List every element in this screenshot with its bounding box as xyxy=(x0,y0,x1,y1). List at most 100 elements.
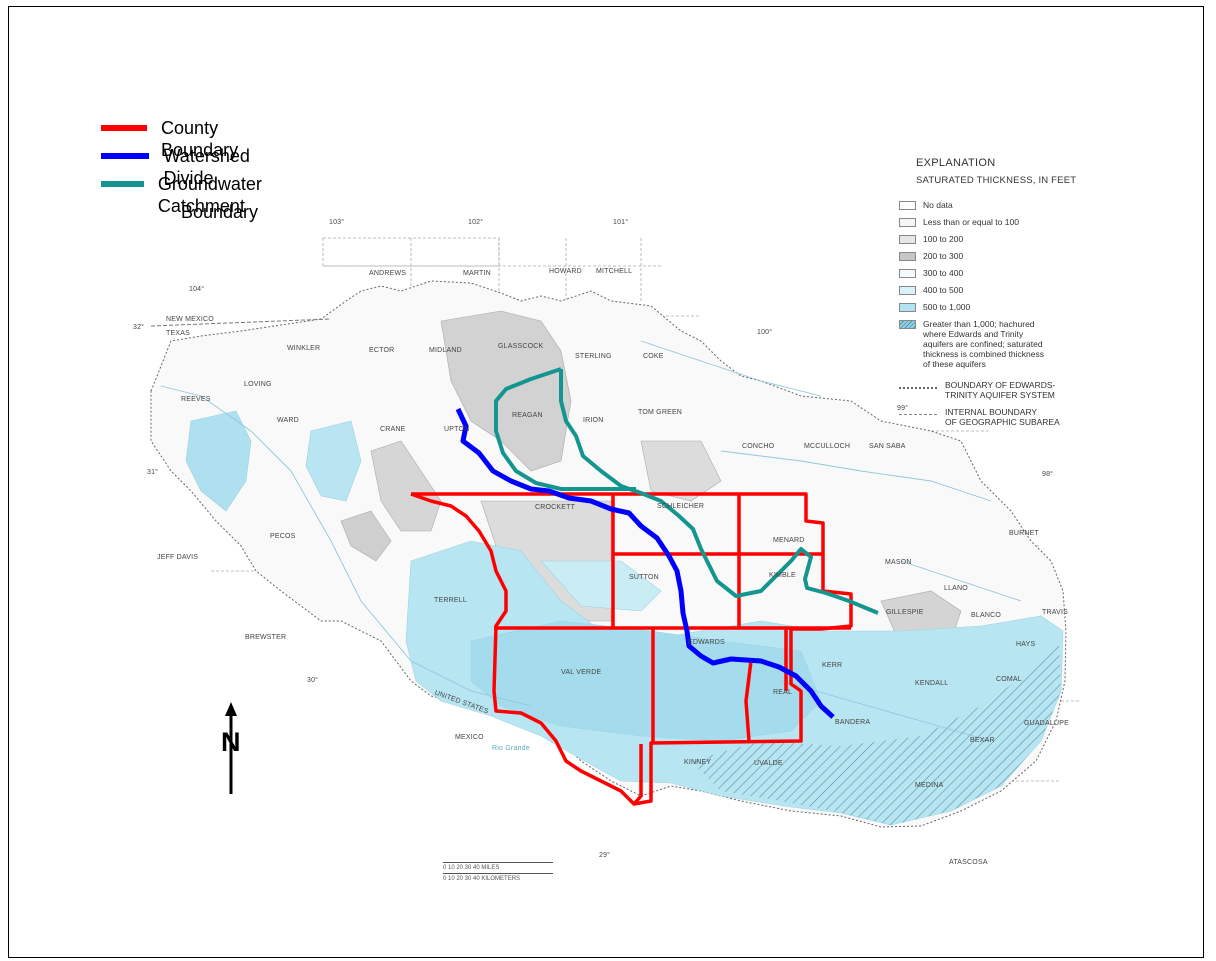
county-label-ward: WARD xyxy=(277,417,299,424)
latitude-label: 31° xyxy=(147,469,159,476)
latitude-label: 30° xyxy=(307,677,319,684)
county-label-jeff-davis: JEFF DAVIS xyxy=(157,554,199,561)
legend-item-groundwater-catchment: Groundwater Catchment xyxy=(101,173,285,217)
state-label-new-mexico: NEW MEXICO xyxy=(166,316,214,323)
legend-item-watershed-divide: Watershed Divide xyxy=(101,145,267,189)
county-label-blanco: BLANCO xyxy=(971,612,1001,619)
county-label-andrews: ANDREWS xyxy=(369,270,407,277)
county-label-real: REAL xyxy=(773,689,793,696)
county-label-martin: MARTIN xyxy=(463,270,491,277)
county-label-comal: COMAL xyxy=(996,676,1022,683)
legend-swatch-red xyxy=(101,125,148,131)
county-label-sutton: SUTTON xyxy=(629,574,659,581)
county-label-mason: MASON xyxy=(885,559,912,566)
explanation-label: INTERNAL BOUNDARY xyxy=(945,407,1038,417)
county-label-reagan: REAGAN xyxy=(512,412,543,419)
groundwater-catchment-line xyxy=(494,367,879,615)
county-label-kinney: KINNEY xyxy=(684,759,712,766)
county-label-howard: HOWARD xyxy=(549,268,582,275)
explanation-label: 500 to 1,000 xyxy=(923,302,971,312)
legend-item-groundwater-catchment-line2: Boundary xyxy=(181,201,258,223)
explanation-label: of these aquifers xyxy=(923,359,986,369)
hachured-area xyxy=(691,641,1061,825)
county-label-bexar: BEXAR xyxy=(970,737,995,744)
explanation-swatch xyxy=(899,252,916,261)
river-label-rio-grande: Rio Grande xyxy=(492,745,530,752)
explanation-label: 300 to 400 xyxy=(923,268,964,278)
county-label-pecos: PECOS xyxy=(270,533,296,540)
streams xyxy=(160,340,1022,742)
longitude-label: 104° xyxy=(189,286,205,293)
north-label: N xyxy=(221,727,241,757)
county-label-crockett: CROCKETT xyxy=(535,504,576,511)
legend-swatch-blue xyxy=(101,153,150,159)
explanation-title: EXPLANATION xyxy=(916,157,996,169)
boundary-line-symbol xyxy=(899,387,937,389)
county-label-ector: ECTOR xyxy=(369,347,395,354)
internal-line-symbol xyxy=(899,414,937,415)
county-label-schleicher: SCHLEICHER xyxy=(657,503,705,510)
explanation-label: OF GEOGRAPHIC SUBAREA xyxy=(945,417,1060,427)
county-label-crane: CRANE xyxy=(380,426,406,433)
county-label-kimble: KIMBLE xyxy=(769,572,796,579)
explanation-swatch xyxy=(899,303,916,312)
county-label-tom-green: TOM GREEN xyxy=(638,409,683,416)
county-label-burnet: BURNET xyxy=(1009,530,1039,537)
longitude-label: 102° xyxy=(468,219,484,226)
explanation-label: TRINITY AQUIFER SYSTEM xyxy=(945,390,1055,400)
county-label-edwards: EDWARDS xyxy=(688,639,725,646)
longitude-label: 98° xyxy=(1042,471,1054,478)
legend-label: Watershed Divide xyxy=(163,146,250,188)
county-label-val-verde: VAL VERDE xyxy=(561,669,602,676)
county-label-san-saba: SAN SABA xyxy=(869,443,906,450)
latitude-label: 32° xyxy=(133,324,145,331)
county-label-loving: LOVING xyxy=(244,381,272,388)
county-label-medina: MEDINA xyxy=(915,782,944,789)
legend-label: Boundary xyxy=(181,202,259,222)
county-label-coke: COKE xyxy=(643,353,664,360)
legend-swatch-teal xyxy=(101,181,144,187)
county-label-midland: MIDLAND xyxy=(429,347,462,354)
scale-bar: 0 10 20 30 40 MILES 0 10 20 30 40 KILOME… xyxy=(443,862,553,882)
county-label-uvalde: UVALDE xyxy=(754,760,783,767)
country-label-mexico: MEXICO xyxy=(455,734,484,741)
state-label-texas: TEXAS xyxy=(166,330,190,337)
county-label-mitchell: MITCHELL xyxy=(596,268,633,275)
county-boundary-line xyxy=(410,492,853,806)
explanation-label: 100 to 200 xyxy=(923,234,964,244)
explanation-label: 200 to 300 xyxy=(923,251,964,261)
explanation-subtitle: SATURATED THICKNESS, IN FEET xyxy=(916,175,1077,186)
county-label-upton: UPTON xyxy=(444,426,470,433)
explanation-swatch-hachured xyxy=(899,320,916,329)
north-arrow-icon xyxy=(225,702,237,794)
county-label-mcculloch: MCCULLOCH xyxy=(804,443,851,450)
figure-frame: ANDREWS MARTIN HOWARD MITCHELL WINKLER E… xyxy=(8,6,1204,958)
explanation-swatch xyxy=(899,218,916,227)
county-label-gillespie: GILLESPIE xyxy=(886,609,924,616)
county-label-reeves: REEVES xyxy=(181,396,211,403)
legend-label: County Boundary xyxy=(161,118,239,160)
state-line xyxy=(150,318,332,327)
explanation-label: 400 to 500 xyxy=(923,285,964,295)
explanation-swatch xyxy=(899,235,916,244)
county-label-winkler: WINKLER xyxy=(287,345,321,352)
explanation-swatch xyxy=(899,201,916,210)
county-label-irion: IRION xyxy=(583,417,604,424)
longitude-label: 103° xyxy=(329,219,345,226)
longitude-label: 99° xyxy=(897,405,909,412)
explanation-label: aquifers are confined; saturated xyxy=(923,339,1043,349)
legend-item-county-boundary: County Boundary xyxy=(101,117,258,161)
scale-miles-label: 0 10 20 30 40 MILES xyxy=(443,865,500,871)
county-label-atascosa: ATASCOSA xyxy=(949,859,988,866)
legend-label: Groundwater Catchment xyxy=(157,174,262,216)
scale-km-label: 0 10 20 30 40 KILOMETERS xyxy=(443,876,521,882)
explanation-swatch xyxy=(899,269,916,278)
county-label-terrell: TERRELL xyxy=(434,597,467,604)
county-label-kendall: KENDALL xyxy=(915,680,949,687)
explanation-label: Less than or equal to 100 xyxy=(923,217,1019,227)
longitude-label: 101° xyxy=(613,219,629,226)
explanation-label: thickness is combined thickness xyxy=(923,349,1044,359)
latitude-label: 29° xyxy=(599,852,611,859)
explanation-label: No data xyxy=(923,200,953,210)
county-label-brewster: BREWSTER xyxy=(245,634,287,641)
